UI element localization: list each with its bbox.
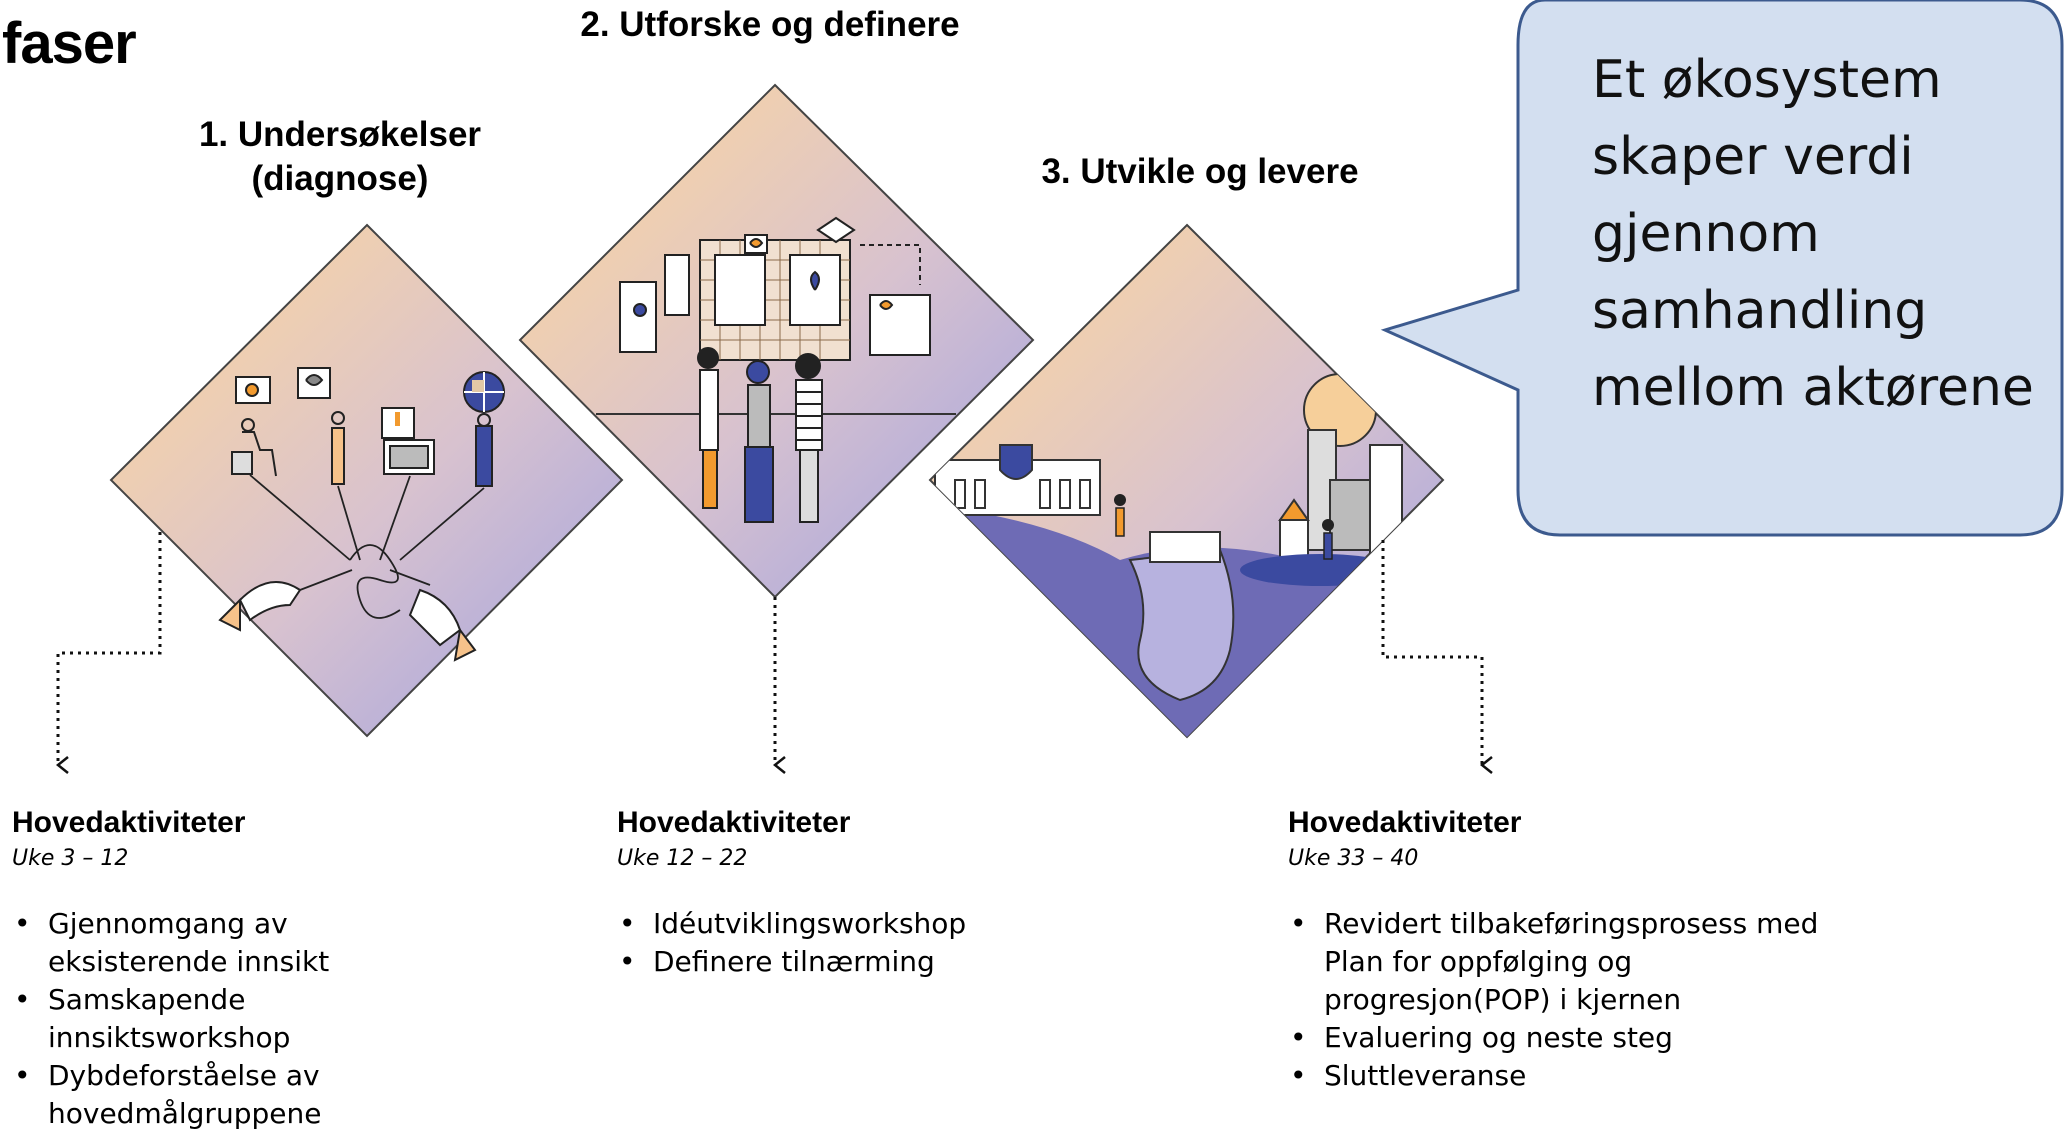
list-item: Dybdeforståelse av hovedmålgruppene [12,1057,392,1133]
callout-bubble [1380,0,2064,537]
callout-line: samhandling [1592,281,1928,341]
activity-list: Gjennomgang av eksisterende innsikt Sams… [12,905,392,1133]
callout-line: mellom aktørene [1592,358,2034,418]
activity-list: Idéutviklingsworkshop Definere tilnærmin… [617,905,1237,981]
section-heading: Hovedaktiviteter [617,806,851,839]
phase-2-title: 2. Utforske og definere [580,5,960,44]
phase-1-title-line1: 1. Undersøkelser [198,115,482,154]
phase-3-diamond [928,223,1445,739]
section-heading: Hovedaktiviteter [12,806,246,839]
section-weeks: Uke 33 – 40 [1288,846,1419,871]
callout-text: Et økosystem skaper verdi gjennom samhan… [1592,42,2062,427]
activities-section-2: Hovedaktiviteter Uke 12 – 22 Idéutviklin… [617,806,1237,981]
section-heading: Hovedaktiviteter [1288,806,1522,839]
phase-2-diamond [518,83,1035,599]
activities-section-3: Hovedaktiviteter Uke 33 – 40 Revidert ti… [1288,806,1848,1095]
callout-line: skaper verdi [1592,127,1914,187]
list-item: Samskapende innsiktsworkshop [12,981,392,1057]
list-item: Idéutviklingsworkshop [617,905,1237,943]
callout-line: Et økosystem [1592,50,1942,110]
list-item: Revidert tilbakeføringsprosess med Plan … [1288,905,1848,1019]
callout-line: gjennom [1592,204,1820,264]
page-title: faser [2,11,137,76]
phase-1-diamond [109,223,624,738]
activities-section-1: Hovedaktiviteter Uke 3 – 12 Gjennomgang … [12,806,392,1133]
list-item: Evaluering og neste steg [1288,1019,1848,1057]
list-item: Definere tilnærming [617,943,1237,981]
phase-1-title: 1. Undersøkelser (diagnose) [190,113,490,201]
phase-3-title: 3. Utvikle og levere [1041,152,1359,191]
research-illustration-1 [231,367,505,487]
section-weeks: Uke 12 – 22 [617,846,748,871]
list-item: Sluttleveranse [1288,1057,1848,1095]
list-item: Gjennomgang av eksisterende innsikt [12,905,392,981]
section-weeks: Uke 3 – 12 [12,846,129,871]
phase-1-title-line2: (diagnose) [251,159,429,198]
explore-illustration [619,216,931,523]
activity-list: Revidert tilbakeføringsprosess med Plan … [1288,905,1848,1095]
connector-phase-1 [55,532,162,774]
connector-phase-3 [1381,540,1493,774]
